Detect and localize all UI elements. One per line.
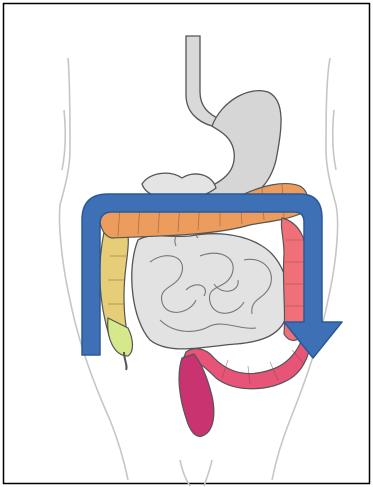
- diagram-frame: [0, 0, 373, 487]
- digestive-tract-diagram: [0, 0, 373, 487]
